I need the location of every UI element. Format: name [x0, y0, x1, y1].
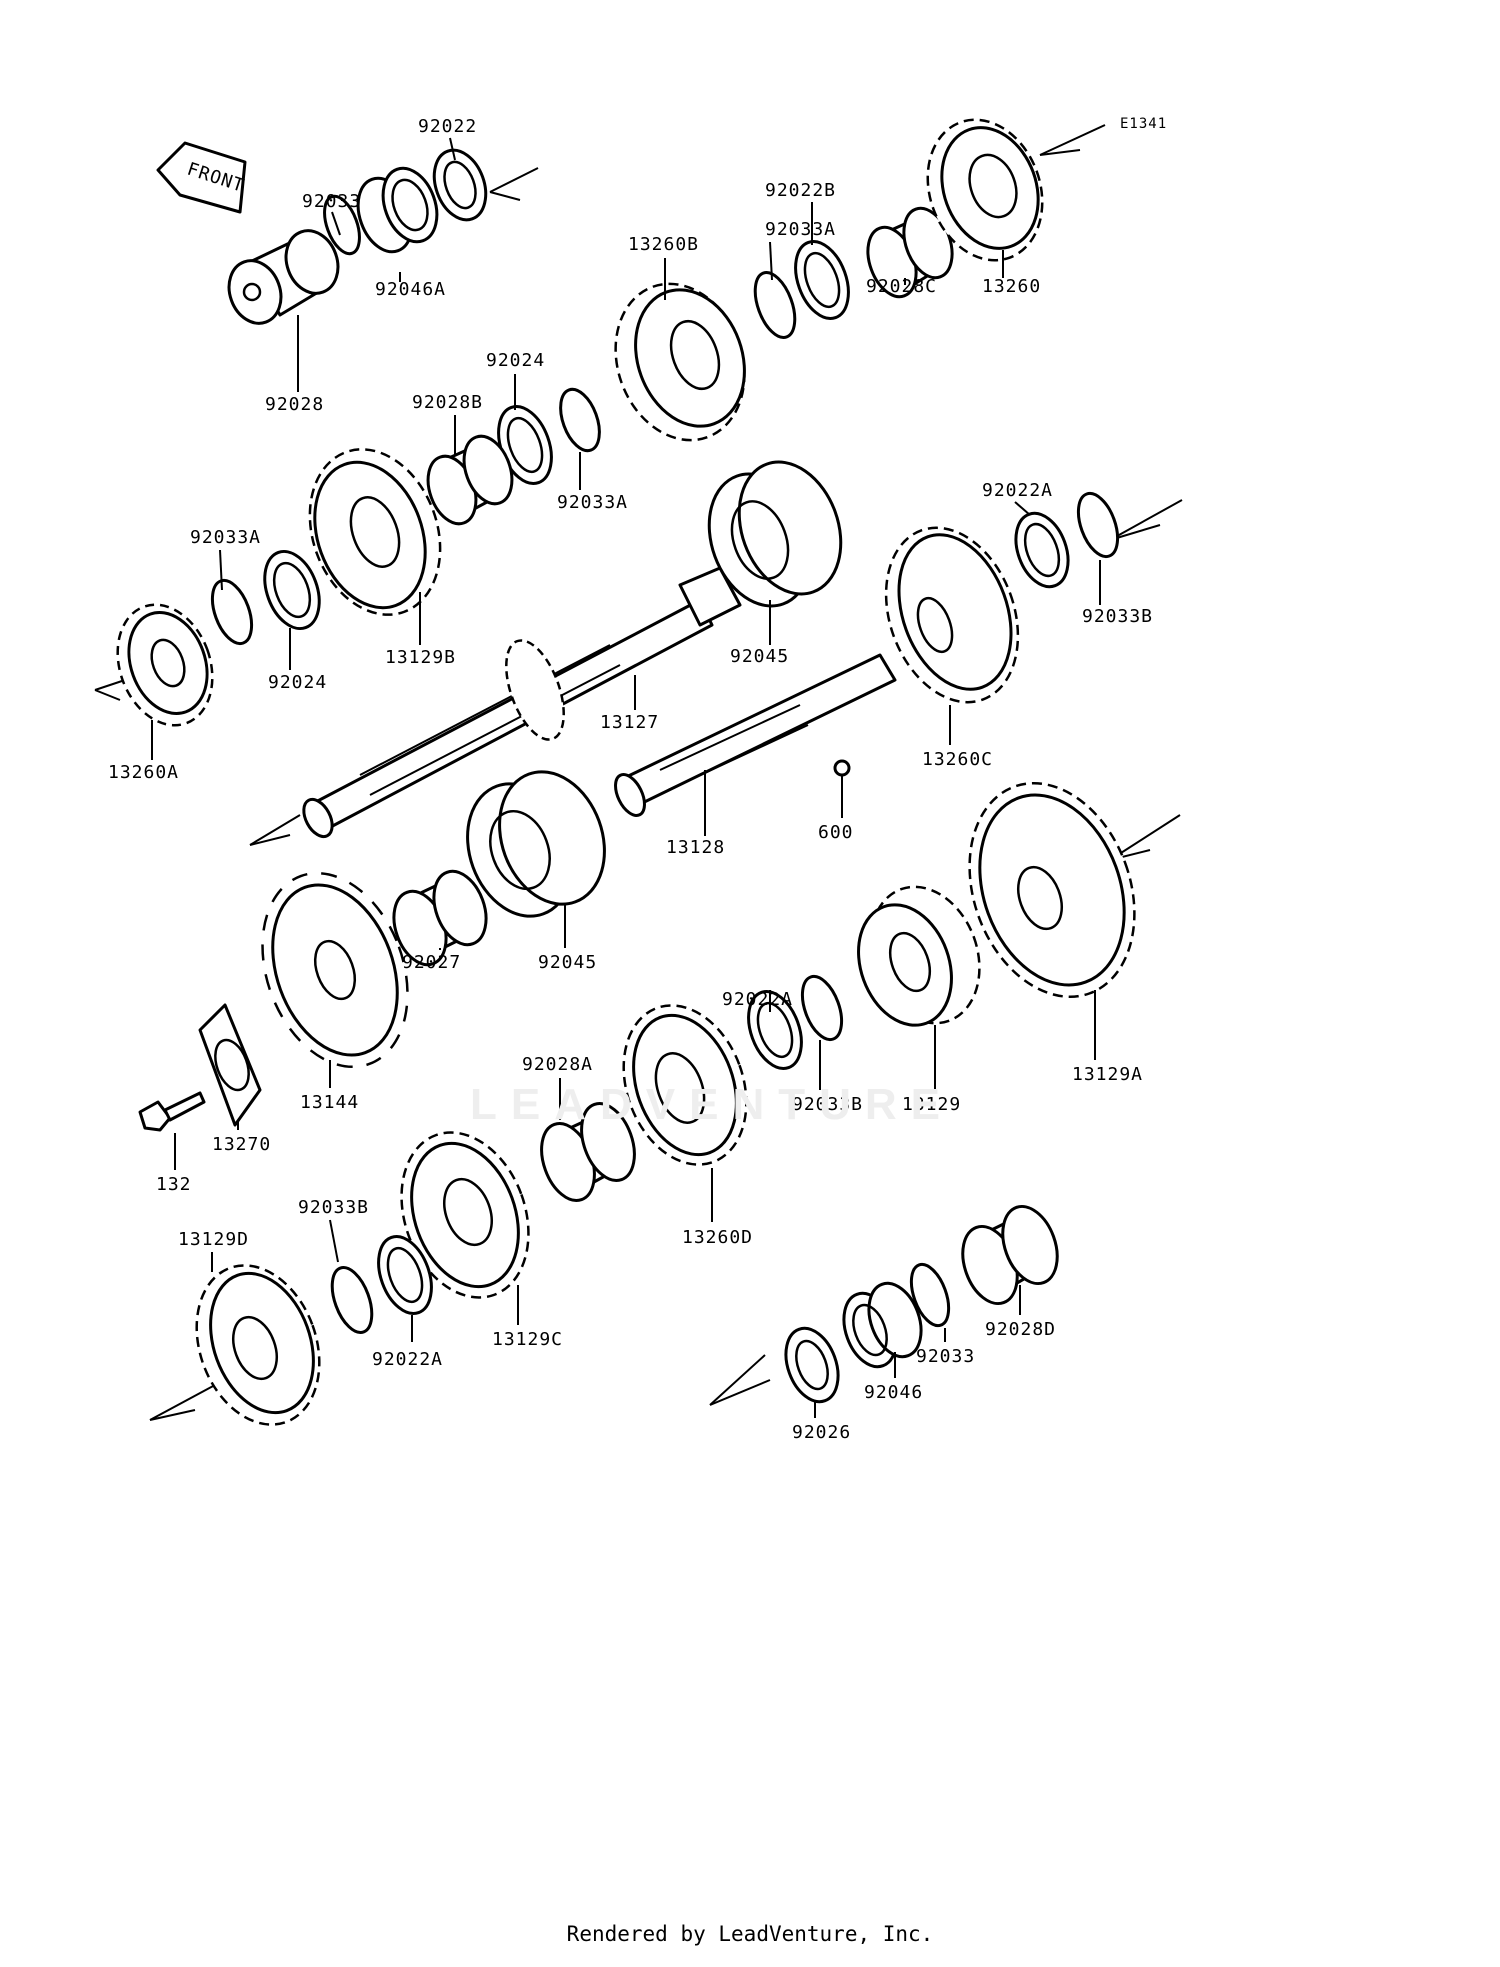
part-92033b-circlip [800, 974, 844, 1042]
part-92022a-washer [1014, 511, 1070, 589]
callout-label-13260c: 13260C [922, 749, 993, 770]
callout-label-13129a: 13129A [1072, 1064, 1143, 1085]
callout-label-13129: 13129 [902, 1094, 961, 1115]
part-13129d-gear [195, 1264, 321, 1426]
callout-leader [769, 241, 773, 281]
part-92022a-washer [377, 1235, 433, 1315]
part-132-bolt [138, 1091, 206, 1132]
part-13129-gear [857, 885, 981, 1027]
footer-credit: Rendered by LeadVenture, Inc. [566, 1922, 934, 1946]
part-13129a-gear [968, 781, 1136, 999]
part-92027-bushing [392, 869, 488, 967]
callout-label-92045: 92045 [730, 646, 789, 667]
part-13260d-gear [622, 1004, 748, 1166]
callout-label-92033a: 92033A [765, 219, 836, 240]
part-13270-lock-plate [198, 1003, 262, 1127]
callout-label-92046a: 92046A [375, 279, 446, 300]
callout-label-92028: 92028 [265, 394, 324, 415]
part-13128-output-shaft [614, 653, 897, 817]
callout-label-600: 600 [818, 822, 854, 843]
part-13129b-gear [308, 448, 442, 616]
callout-label-92033b: 92033B [1082, 606, 1153, 627]
part-92045-ball-bearing [707, 460, 843, 608]
callout-leader [329, 1219, 339, 1263]
callout-label-92028c: 92028C [866, 276, 937, 297]
callout-label-92026: 92026 [792, 1422, 851, 1443]
callout-label-13127: 13127 [600, 712, 659, 733]
callout-label-92033a: 92033A [190, 527, 261, 548]
callout-label-92027: 92027 [402, 952, 461, 973]
part-92045-ball-bearing [466, 770, 606, 918]
part-92028-collar [227, 229, 340, 325]
callout-label-13260d: 13260D [682, 1227, 753, 1248]
callout-label-13260: 13260 [982, 276, 1041, 297]
part-92033b-circlip [1076, 491, 1120, 559]
callout-leader [331, 211, 341, 236]
part-92046-needle-bearing [842, 1281, 923, 1369]
callout-label-13270: 13270 [212, 1134, 271, 1155]
callout-label-92022a: 92022A [372, 1349, 443, 1370]
part-92033a-circlip [210, 578, 254, 646]
callout-label-92022a: 92022A [982, 480, 1053, 501]
callout-label-13144: 13144 [300, 1092, 359, 1113]
part-92033b-circlip [330, 1266, 374, 1334]
callout-label-92045: 92045 [538, 952, 597, 973]
callout-label-92024: 92024 [486, 350, 545, 371]
callout-label-92033b: 92033B [298, 1197, 369, 1218]
part-92024-washer [263, 549, 321, 631]
part-92022-washer [432, 148, 488, 222]
part-92022a-washer [747, 990, 803, 1070]
axis-lines [94, 124, 1183, 1421]
part-13144-sprocket [261, 871, 409, 1069]
callout-label-13260b: 13260B [628, 234, 699, 255]
part-92033-circlip [909, 1262, 951, 1328]
part-92033a-circlip [753, 271, 797, 339]
part-13260-gear [926, 118, 1044, 262]
callout-label-92022a: 92022A [722, 989, 793, 1010]
callout-label-92033a: 92033A [557, 492, 628, 513]
callout-label-13129b: 13129B [385, 647, 456, 668]
callout-label-92033b: 92033B [792, 1094, 863, 1115]
callout-label-92022b: 92022B [765, 180, 836, 201]
callout-label-92024: 92024 [268, 672, 327, 693]
part-92028a-bushing [540, 1102, 636, 1202]
part-92028d-collar [961, 1204, 1059, 1306]
part-92033-circlip [323, 194, 361, 256]
part-92026-washer [784, 1326, 840, 1404]
callout-leader [219, 549, 223, 591]
callout-label-92046: 92046 [864, 1382, 923, 1403]
callout-label-92028d: 92028D [985, 1319, 1056, 1340]
part-600-ball [833, 759, 851, 777]
diagram-code: E1341 [1120, 116, 1167, 132]
callout-label-13129d: 13129D [178, 1229, 249, 1250]
front-arrow-icon: FRONT [156, 141, 247, 214]
part-92033a-circlip [559, 387, 601, 453]
callout-label-92033: 92033 [302, 191, 361, 212]
part-13127-input-shaft [302, 566, 742, 839]
callout-labels: 92022 92033 92046A 92028 13260B 92033A 92022B 9… [108, 116, 1153, 1443]
callout-label-92022: 92022 [418, 116, 477, 137]
part-13260b-gear [614, 282, 746, 442]
part-92028b-bushing [426, 434, 514, 526]
callout-label-13260a: 13260A [108, 762, 179, 783]
part-92022b-washer [794, 240, 850, 320]
callout-label-13128: 13128 [666, 837, 725, 858]
callout-label-132: 132 [156, 1174, 192, 1195]
callout-leader [449, 137, 456, 161]
callout-leader [1014, 501, 1031, 516]
watermark: LEADVENTURE [470, 1080, 955, 1129]
part-92046a-needle-bearing [356, 166, 439, 254]
part-13260a-gear [116, 603, 214, 727]
part-13260c-gear [884, 526, 1020, 704]
callout-label-92028b: 92028B [412, 392, 483, 413]
callout-label-13129c: 13129C [492, 1329, 563, 1350]
callout-label-92028a: 92028A [522, 1054, 593, 1075]
part-13129c-gear [400, 1131, 530, 1299]
callout-label-92033: 92033 [916, 1346, 975, 1367]
part-92028c-bushing [866, 206, 954, 299]
